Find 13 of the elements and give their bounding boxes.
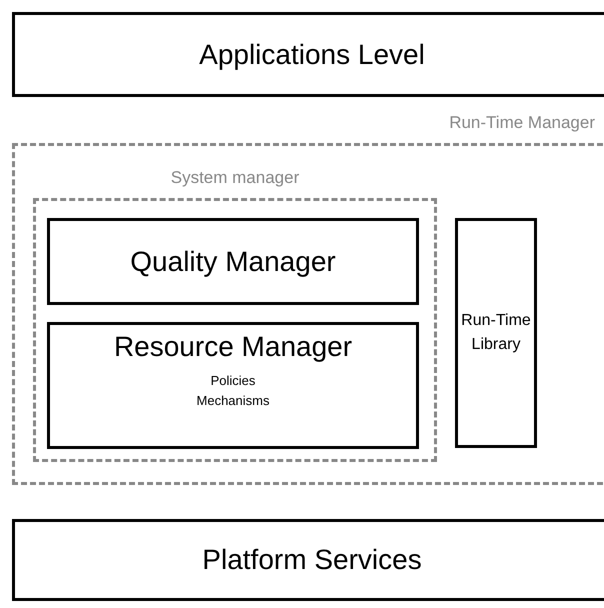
component-label: Platform Services: [202, 544, 422, 576]
component-box: [47, 218, 419, 305]
component-box: [12, 12, 604, 97]
group-heading: System manager: [170, 168, 300, 188]
group-heading: Run-Time Manager: [449, 113, 595, 133]
component-box: [12, 519, 604, 601]
component-label: Resource Manager: [114, 331, 352, 363]
component-label: Quality Manager: [130, 246, 336, 278]
component-detail: Policies Mechanisms: [196, 372, 270, 410]
component-box: [47, 322, 419, 449]
component-box: [455, 218, 537, 448]
component-label: Applications Level: [199, 38, 425, 70]
component-label: Run-Time Library: [460, 311, 532, 355]
